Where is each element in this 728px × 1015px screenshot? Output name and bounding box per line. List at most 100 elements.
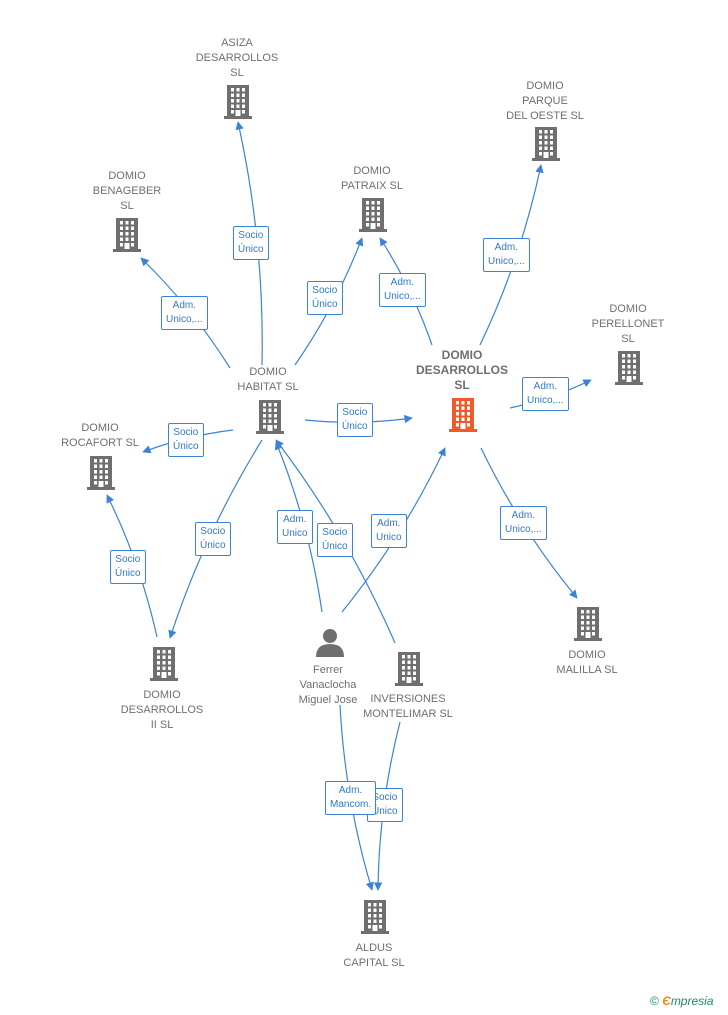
- edge-label-line: Único: [200, 540, 226, 551]
- node-label-line: Vanaclocha: [299, 679, 357, 691]
- building-icon: [359, 198, 387, 232]
- node-label-line: CAPITAL SL: [343, 957, 405, 969]
- edge-label-line: Socio: [238, 230, 264, 241]
- node-label-line: ROCAFORT SL: [61, 437, 139, 449]
- node-label-line: DESARROLLOS: [120, 704, 204, 716]
- node-label-line: DOMIO: [353, 165, 391, 177]
- edge-label-line: Único: [342, 421, 368, 432]
- person-icon: [316, 629, 344, 657]
- edge-label-line: Mancom.: [330, 799, 372, 810]
- building-icon: [395, 652, 423, 686]
- building-icon: [449, 398, 477, 432]
- node-rocafort[interactable]: DOMIO ROCAFORT SL: [61, 421, 139, 451]
- edge-label-line: Adm.: [390, 277, 415, 288]
- node-label-line: DOMIO: [143, 689, 181, 701]
- node-malilla[interactable]: DOMIO MALILLA SL: [556, 648, 617, 678]
- edge-label-e6[interactable]: Adm. Unico,...: [522, 377, 569, 411]
- edge-label-line: Unico,...: [384, 291, 421, 302]
- building-icon: [113, 218, 141, 252]
- brand-watermark: © Єmpresia: [650, 994, 714, 1008]
- node-label-line: ALDUS: [355, 942, 393, 954]
- edge-label-line: Unico: [282, 528, 308, 539]
- node-label-line: HABITAT SL: [237, 381, 299, 393]
- building-icon: [224, 85, 252, 119]
- edge-label-e9[interactable]: Adm. Unico,...: [500, 506, 547, 540]
- node-label-line: DESARROLLOS: [195, 52, 279, 64]
- edge-label-line: Único: [173, 441, 199, 452]
- building-icon: [87, 456, 115, 490]
- node-label-line: PERELLONET: [591, 318, 665, 330]
- edge-label-line: Socio: [173, 427, 199, 438]
- edge-label-line: Adm.: [494, 242, 519, 253]
- edge-label-e13[interactable]: Adm.Unico: [371, 514, 407, 548]
- node-label-line: PATRAIX SL: [341, 180, 403, 192]
- node-habitat[interactable]: DOMIO HABITAT SL: [237, 365, 298, 395]
- edge-label-line: Adm.: [377, 518, 401, 529]
- edge-label-line: Socio: [322, 527, 348, 538]
- node-label-line: SL: [120, 200, 134, 212]
- node-label-line: DOMIO: [249, 366, 287, 378]
- node-label-line: SL: [454, 378, 470, 392]
- building-icon: [361, 900, 389, 934]
- node-label-line: DOMIO: [609, 303, 647, 315]
- node-label-line: DOMIO: [108, 170, 146, 182]
- node-label-line: INVERSIONES: [370, 693, 446, 705]
- node-aldus[interactable]: ALDUS CAPITAL SL: [343, 941, 404, 971]
- edge-label-line: Unico,...: [488, 256, 525, 267]
- edge-label-line: Unico,...: [505, 524, 542, 535]
- edge-label-line: Unico,...: [527, 395, 564, 406]
- brand-logo-e: Є: [662, 994, 671, 1008]
- edge-label-line: Adm.: [511, 510, 536, 521]
- node-desarrollos2[interactable]: DOMIO DESARROLLOS II SL: [121, 688, 204, 733]
- edge-label-line: Único: [238, 244, 264, 255]
- edge-label-line: Socio: [115, 554, 141, 565]
- node-label-line: DESARROLLOS: [415, 363, 509, 377]
- edge-label-line: Socio: [312, 285, 338, 296]
- edge-label-line: Adm.: [533, 381, 558, 392]
- node-label-line: II SL: [150, 719, 174, 731]
- edge-label-e5[interactable]: Adm. Unico,...: [483, 238, 530, 272]
- copyright-symbol: ©: [650, 994, 659, 1008]
- edge-label-line: Adm.: [283, 514, 307, 525]
- edge-label-line: Unico,...: [166, 314, 203, 325]
- node-label-line: DOMIO: [568, 649, 606, 661]
- node-label-line: SL: [621, 333, 635, 345]
- edge-label-e2[interactable]: Adm.Unico,...: [161, 296, 208, 330]
- edge-label-line: Único: [312, 299, 338, 310]
- building-icon: [150, 647, 178, 681]
- edge-label-e16[interactable]: Adm.Mancom.: [325, 781, 377, 815]
- building-icon: [256, 400, 284, 434]
- node-label-line: MALILLA SL: [556, 664, 618, 676]
- node-patraix[interactable]: DOMIO PATRAIX SL: [341, 164, 403, 194]
- edge-label-line: Único: [372, 806, 398, 817]
- edge-label-e4[interactable]: Adm. Unico,...: [379, 273, 426, 307]
- node-label-line: ASIZA: [221, 37, 253, 49]
- node-label-line: DEL OESTE SL: [506, 110, 584, 122]
- node-inversiones[interactable]: INVERSIONES MONTELIMAR SL: [363, 692, 453, 722]
- brand-name: mpresia: [670, 994, 714, 1008]
- edge-label-line: Socio: [200, 526, 226, 537]
- building-icon: [532, 127, 560, 161]
- node-label-line: MONTELIMAR SL: [363, 708, 453, 720]
- edge-label-line: Socio: [342, 407, 368, 418]
- node-perellonet[interactable]: DOMIO PERELLONET SL: [592, 302, 665, 347]
- node-label-line: DOMIO: [441, 348, 483, 362]
- node-label-line: DOMIO: [81, 422, 119, 434]
- node-label-line: DOMIO: [526, 80, 564, 92]
- edge-label-e11[interactable]: Adm. Unico: [277, 510, 313, 544]
- node-label-line: Ferrer: [313, 664, 343, 676]
